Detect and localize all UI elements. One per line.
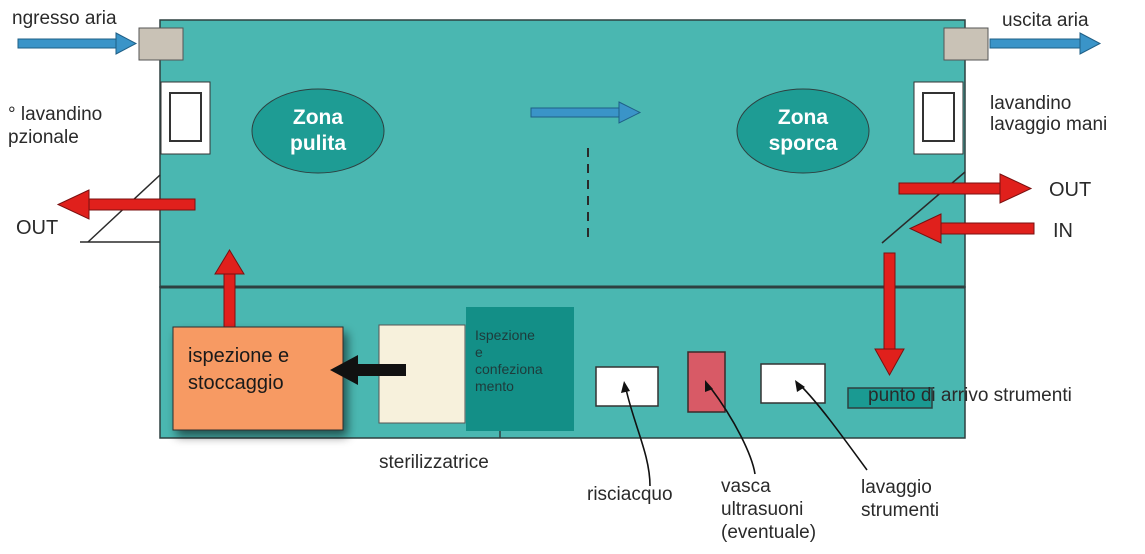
label-out-left: OUT bbox=[16, 217, 59, 239]
out-left-arrow-icon bbox=[56, 189, 196, 220]
air-inlet-vent-icon bbox=[138, 27, 184, 61]
sterilizer-to-storage-arrow-icon bbox=[330, 355, 406, 385]
label-out-right: OUT bbox=[1049, 179, 1092, 201]
label-arrival: punto di arrivo strumenti bbox=[868, 385, 1072, 406]
storage-box bbox=[172, 326, 344, 431]
label-rinse: risciacquo bbox=[587, 484, 673, 505]
packaging-box bbox=[466, 307, 574, 431]
in-right-arrow-icon bbox=[908, 213, 1035, 244]
to-arrival-arrow-icon bbox=[874, 252, 905, 377]
zone-dirty-ellipse bbox=[736, 88, 870, 174]
out-right-arrow-icon bbox=[898, 173, 1033, 204]
label-in-right: IN bbox=[1053, 220, 1073, 242]
zone-dirty-label: Zona sporca bbox=[768, 106, 838, 155]
packaging-label: Ispezione e confeziona mento bbox=[475, 327, 543, 394]
air-in-arrow-icon bbox=[17, 32, 138, 55]
sink-right-icon bbox=[913, 81, 964, 155]
zone-clean-label: Zona pulita bbox=[290, 106, 346, 155]
storage-label: ispezione e stoccaggio bbox=[188, 345, 290, 394]
label-sterilizer: sterilizzatrice bbox=[379, 452, 489, 473]
zone-clean-ellipse bbox=[251, 88, 385, 174]
ultrasonic-pointer bbox=[709, 386, 756, 475]
label-instrument-wash: lavaggio strumenti bbox=[861, 477, 940, 521]
wash-pointer-head-icon bbox=[795, 380, 805, 392]
wash-pointer bbox=[800, 385, 868, 471]
ultrasonic-tank bbox=[687, 351, 726, 413]
flow-direction-arrow-icon bbox=[530, 101, 642, 124]
sink-left-icon bbox=[160, 81, 211, 155]
label-ultrasonic: vasca ultrasuoni (eventuale) bbox=[721, 476, 817, 543]
label-air-in: ngresso aria bbox=[12, 8, 117, 29]
air-outlet-vent-icon bbox=[943, 27, 989, 61]
rinse-pointer-head-icon bbox=[621, 381, 630, 393]
label-sink-left: ° lavandino pzionale bbox=[8, 104, 103, 148]
air-out-arrow-icon bbox=[989, 32, 1102, 55]
rinse-pointer bbox=[625, 388, 651, 487]
label-sink-right: lavandino lavaggio mani bbox=[990, 93, 1108, 135]
wash-box bbox=[760, 363, 826, 404]
ultrasonic-pointer-head-icon bbox=[705, 380, 713, 392]
label-air-out: uscita aria bbox=[1002, 10, 1089, 31]
arrival-marker bbox=[847, 387, 933, 409]
